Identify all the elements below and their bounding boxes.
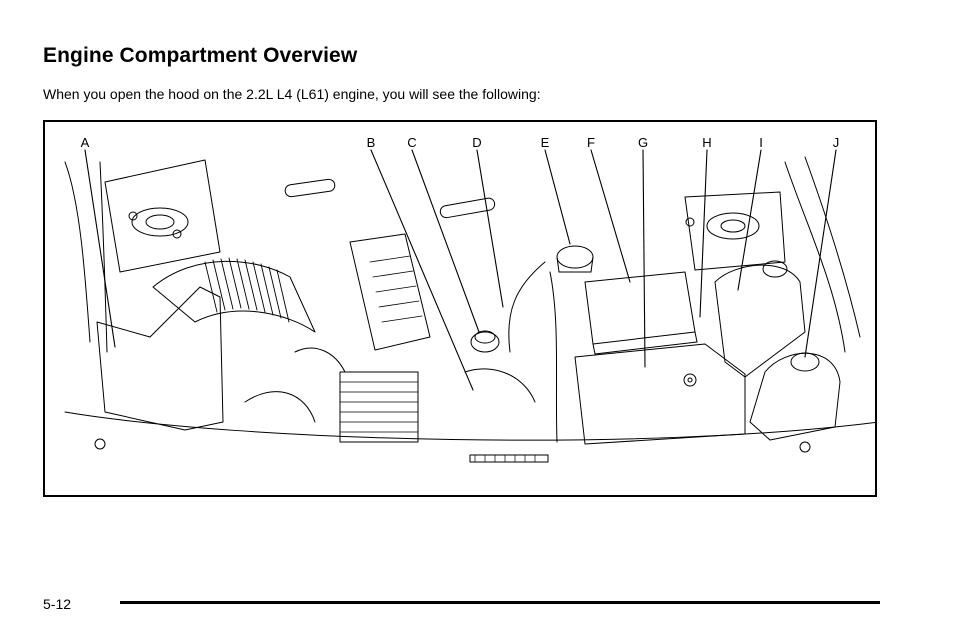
callout-a: A xyxy=(80,135,90,150)
footer-rule xyxy=(120,601,880,604)
callout-c: C xyxy=(407,135,417,150)
callout-i: I xyxy=(759,135,763,150)
page-title: Engine Compartment Overview xyxy=(43,44,358,67)
page-number: 5-12 xyxy=(43,596,72,612)
engine-compartment-figure: A B C D E F G H I J xyxy=(43,120,877,497)
callout-g: G xyxy=(637,135,649,150)
callout-b: B xyxy=(366,135,376,150)
callout-d: D xyxy=(472,135,482,150)
callout-h: H xyxy=(702,135,712,150)
intro-text: When you open the hood on the 2.2L L4 (L… xyxy=(43,86,541,102)
callout-j: J xyxy=(832,135,840,150)
callout-f: F xyxy=(587,135,595,150)
callout-e: E xyxy=(540,135,550,150)
engine-line-drawing xyxy=(64,149,875,463)
